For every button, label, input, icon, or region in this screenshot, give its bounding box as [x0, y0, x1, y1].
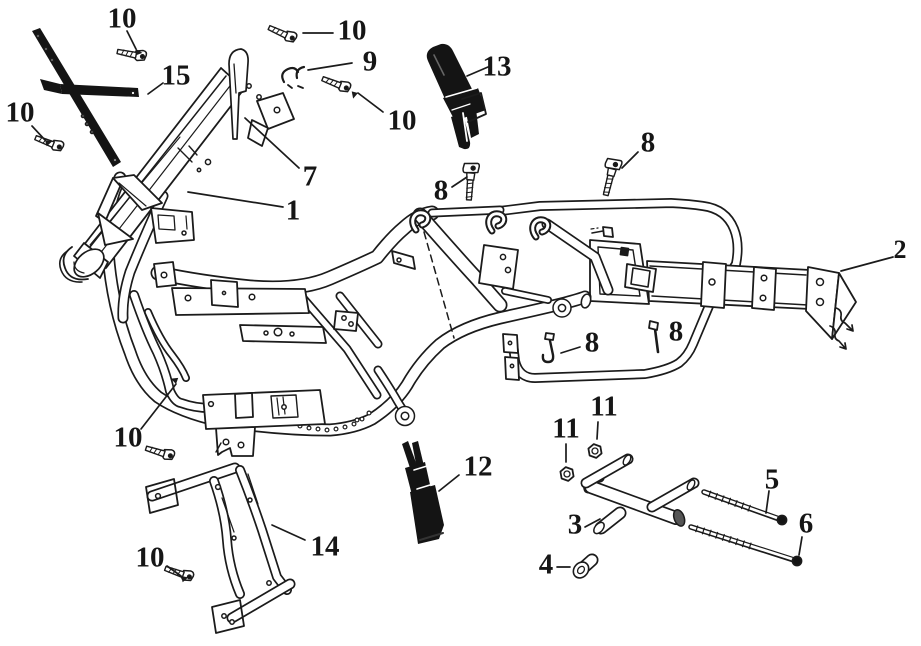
svg-text:8: 8	[434, 175, 449, 207]
svg-text:8: 8	[669, 316, 684, 348]
svg-text:8: 8	[585, 327, 600, 359]
svg-text:10: 10	[6, 97, 35, 129]
svg-text:4: 4	[539, 549, 554, 581]
svg-text:14: 14	[311, 531, 340, 563]
svg-text:6: 6	[799, 508, 814, 540]
svg-text:3: 3	[568, 509, 583, 541]
svg-text:15: 15	[162, 60, 191, 92]
svg-text:10: 10	[114, 422, 143, 454]
svg-text:8: 8	[641, 127, 656, 159]
svg-text:7: 7	[303, 161, 318, 193]
svg-text:10: 10	[338, 15, 367, 47]
svg-text:10: 10	[388, 105, 417, 137]
svg-text:9: 9	[363, 46, 378, 78]
svg-text:13: 13	[483, 51, 512, 83]
svg-text:11: 11	[590, 391, 617, 423]
svg-text:11: 11	[552, 413, 579, 445]
svg-text:1: 1	[286, 195, 301, 227]
svg-text:12: 12	[464, 451, 493, 483]
svg-text:5: 5	[765, 464, 780, 496]
svg-text:10: 10	[108, 3, 137, 35]
svg-text:2: 2	[894, 235, 907, 264]
svg-text:10: 10	[136, 542, 165, 574]
